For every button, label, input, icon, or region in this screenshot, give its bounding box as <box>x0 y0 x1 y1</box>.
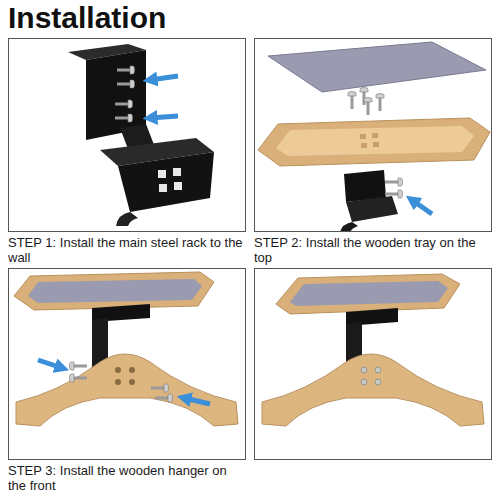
wooden-tray <box>14 272 214 310</box>
blue-arrows <box>412 200 432 214</box>
step-panel: STEP 3: Install the wooden hanger on the… <box>8 268 246 493</box>
blue-arrows <box>150 76 178 118</box>
wooden-tray <box>258 118 490 166</box>
step-caption: STEP 2: Install the wooden tray on the t… <box>254 235 492 265</box>
wooden-hanger <box>16 354 238 426</box>
step-caption: STEP 1: Install the main steel rack to t… <box>8 235 246 265</box>
panel-frame <box>8 38 246 232</box>
assembled-rack <box>262 274 484 426</box>
step-caption: STEP 3: Install the wooden hanger on the… <box>8 463 246 493</box>
screws <box>70 362 173 402</box>
screws <box>348 88 384 116</box>
steel-rack <box>340 170 398 232</box>
blue-arrows <box>38 360 210 404</box>
page-title: Installation <box>8 0 166 36</box>
screws <box>385 178 403 198</box>
step-panel: STEP 2: Install the wooden tray on the t… <box>254 38 492 265</box>
panel-frame <box>254 38 492 232</box>
steel-rack <box>68 44 214 226</box>
panel-frame <box>255 269 492 460</box>
tray-pad <box>268 42 486 92</box>
step-panel: STEP 1: Install the main steel rack to t… <box>8 38 246 265</box>
screws <box>115 66 135 122</box>
panel-frame <box>8 268 246 460</box>
